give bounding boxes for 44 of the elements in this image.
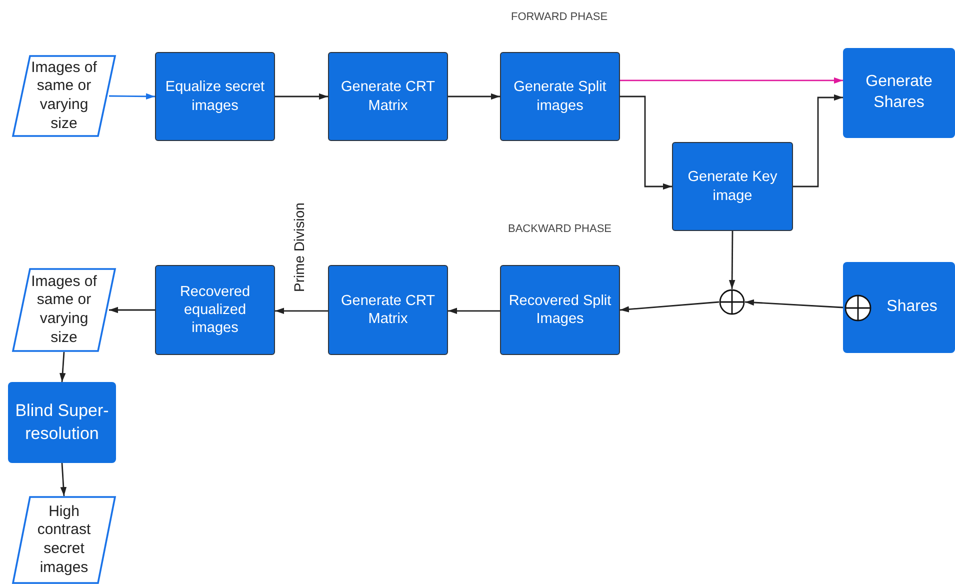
node-label: Shares — [886, 297, 938, 318]
input-output-parallelogram — [12, 268, 116, 352]
section-heading: FORWARD PHASE — [511, 11, 608, 23]
process-box — [155, 52, 275, 141]
node-label: Generate Shares — [864, 72, 934, 113]
arrow — [60, 462, 67, 496]
node-label: Generate CRT Matrix — [340, 78, 436, 115]
arrow — [275, 93, 328, 100]
process-box — [500, 52, 620, 141]
arrow — [448, 93, 500, 100]
section-heading: BACKWARD PHASE — [508, 223, 612, 235]
process-box — [328, 265, 448, 355]
arrow — [620, 96, 672, 190]
process-box — [843, 48, 955, 138]
node-label: Generate CRT Matrix — [340, 292, 436, 328]
node-label: Recovered equalized images — [178, 282, 252, 338]
arrow — [620, 77, 843, 84]
arrow — [59, 352, 66, 382]
process-box — [328, 52, 448, 141]
node-label: Blind Super-resolution — [14, 400, 110, 444]
node-label: Recovered Split Images — [508, 292, 612, 328]
node-label: Images of same or varying size — [30, 272, 98, 348]
process-box — [500, 265, 620, 355]
input-output-parallelogram — [12, 55, 116, 137]
input-output-parallelogram — [12, 496, 116, 584]
arrow — [793, 94, 843, 188]
arrow — [448, 308, 500, 314]
arrow — [275, 308, 328, 314]
arrow — [744, 299, 844, 308]
arrow — [620, 301, 720, 312]
process-box — [155, 265, 275, 355]
node-label: Generate Key image — [686, 168, 778, 205]
arrow — [109, 306, 155, 314]
xor-symbol — [719, 289, 745, 315]
process-box — [843, 262, 955, 353]
process-box — [8, 382, 116, 463]
node-label: Generate Split images — [512, 78, 608, 115]
edge-annotation: Prime Division — [291, 202, 307, 292]
arrow — [109, 93, 155, 100]
node-label: Equalize secret images — [164, 78, 266, 115]
node-label: Images of same or varying size — [30, 58, 98, 134]
arrow — [728, 231, 736, 289]
process-box — [672, 142, 793, 231]
node-label: High contrast secret images — [36, 502, 92, 578]
